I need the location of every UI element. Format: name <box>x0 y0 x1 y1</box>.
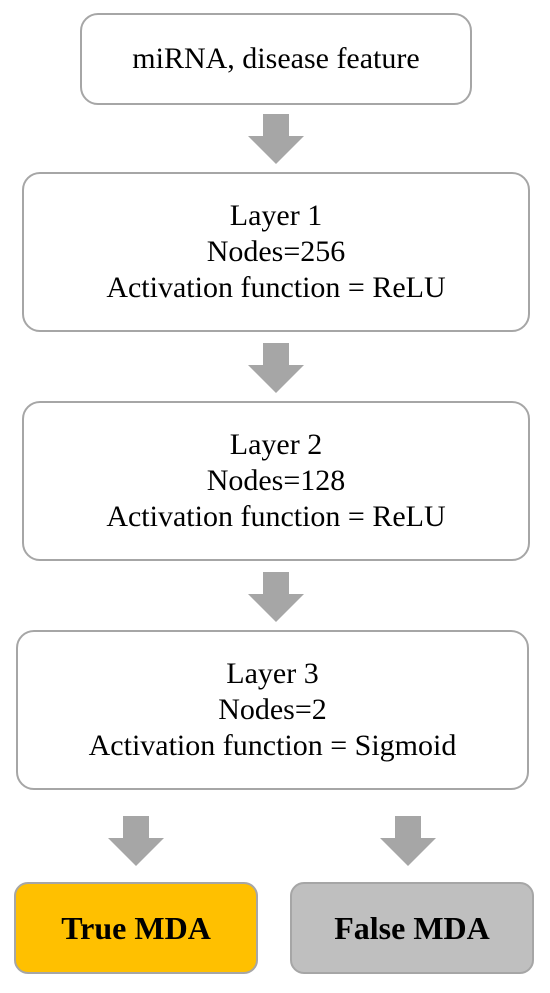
layer-nodes: Nodes=256 <box>206 235 346 268</box>
layer-nodes: Nodes=2 <box>218 693 327 726</box>
layer-3-box: Layer 3 Nodes=2 Activation function = Si… <box>16 630 529 790</box>
layer-activation: Activation function = ReLU <box>106 500 446 533</box>
down-arrow-icon <box>248 572 304 622</box>
layer-activation: Activation function = ReLU <box>106 271 446 304</box>
layer-title: Layer 1 <box>229 199 323 232</box>
down-arrow-icon <box>248 114 304 164</box>
layer-title: Layer 2 <box>229 428 323 461</box>
layer-nodes: Nodes=128 <box>206 464 346 497</box>
layer-2-box: Layer 2 Nodes=128 Activation function = … <box>22 401 530 561</box>
down-arrow-icon <box>108 816 164 866</box>
false-mda-box: False MDA <box>290 882 534 974</box>
input-feature-box: miRNA, disease feature <box>80 13 472 105</box>
input-feature-label: miRNA, disease feature <box>132 42 420 75</box>
layer-1-box: Layer 1 Nodes=256 Activation function = … <box>22 172 530 332</box>
true-mda-label: True MDA <box>61 909 211 946</box>
down-arrow-icon <box>380 816 436 866</box>
false-mda-label: False MDA <box>334 909 490 946</box>
true-mda-box: True MDA <box>14 882 258 974</box>
layer-activation: Activation function = Sigmoid <box>88 729 457 762</box>
down-arrow-icon <box>248 343 304 393</box>
layer-title: Layer 3 <box>226 657 319 690</box>
